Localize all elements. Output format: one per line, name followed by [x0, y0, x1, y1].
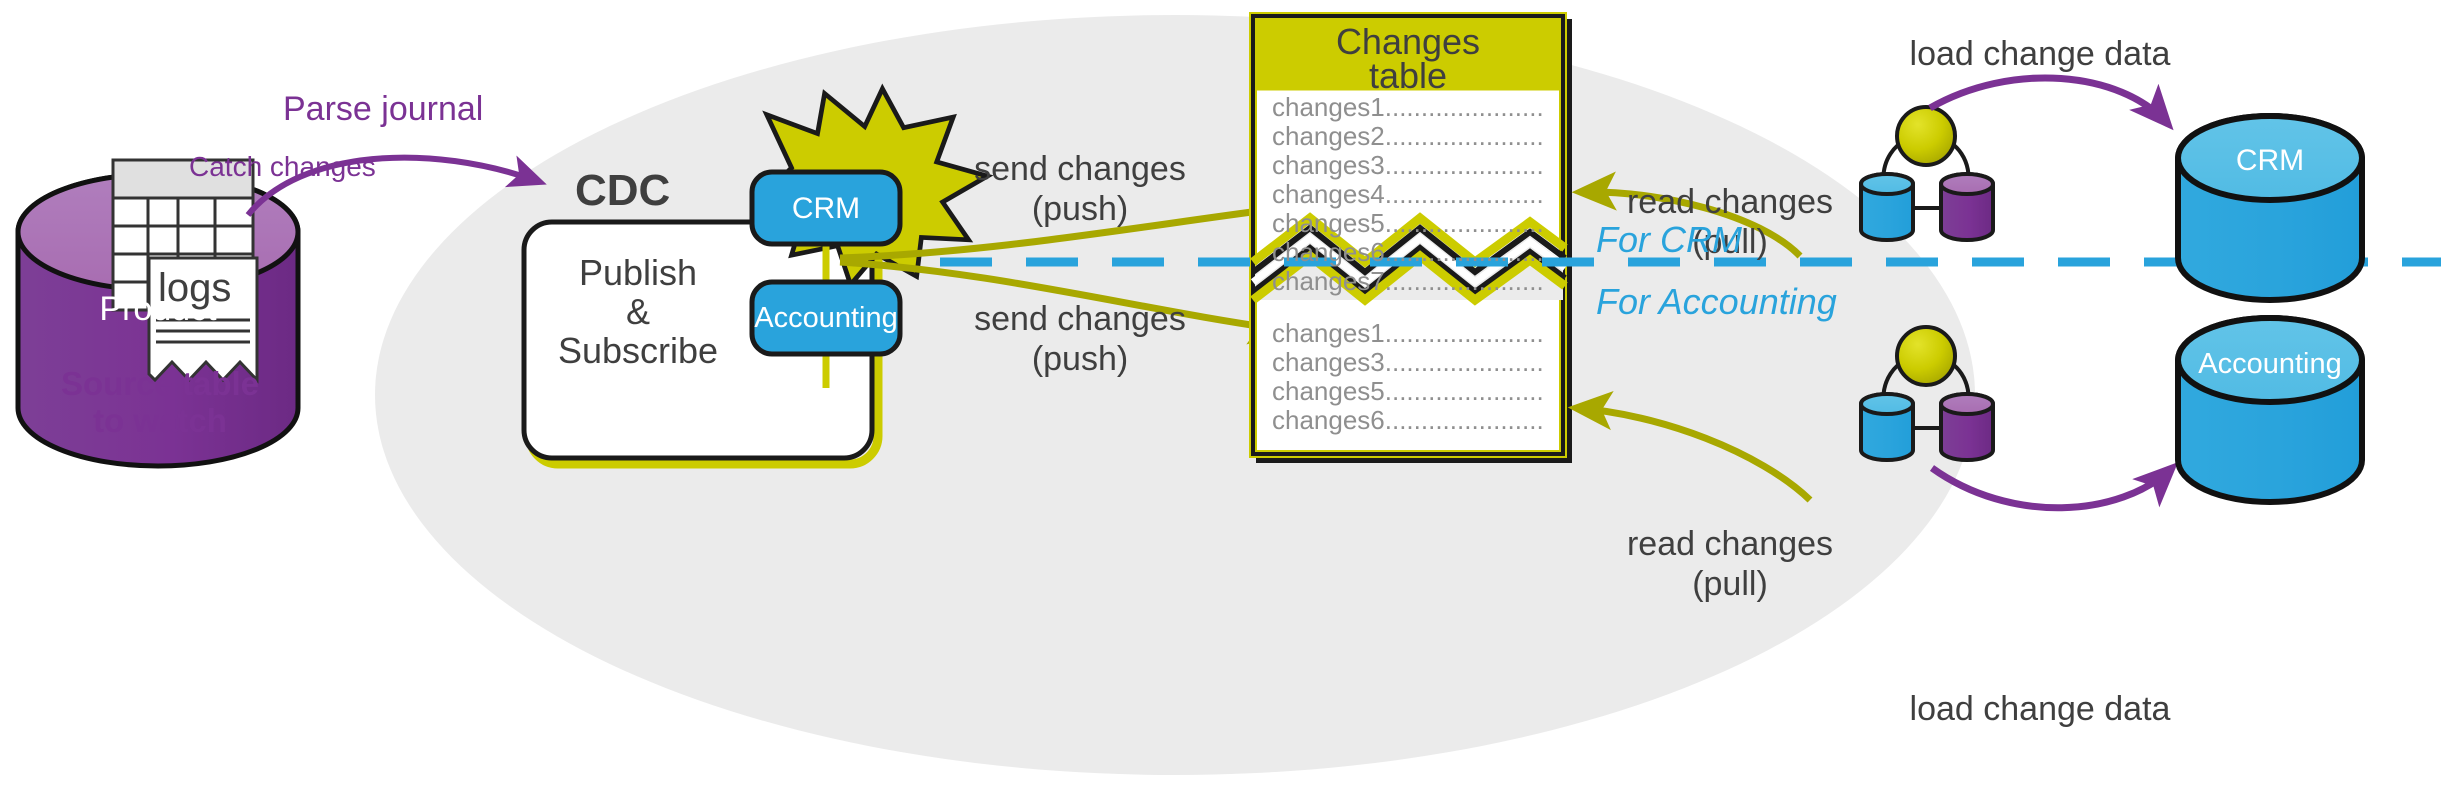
topic-pill-crm-label: CRM — [791, 192, 861, 225]
source-caption-line1: Source table — [60, 365, 260, 402]
topic-pill-accounting[interactable] — [749, 279, 903, 357]
catch-changes-arrow — [245, 154, 547, 217]
load-arrow-crm — [1928, 74, 2174, 131]
parse-journal-label: Parse journal — [283, 90, 484, 128]
changes-row-lower-3: changes5...................... — [1272, 376, 1544, 406]
send-changes-crm-line2: (push) — [1031, 190, 1129, 228]
changes-row-lower-4: changes6...................... — [1272, 405, 1544, 435]
changes-row-lower-2: changes3...................... — [1272, 347, 1544, 377]
changes-row-upper-2: changes2...................... — [1272, 121, 1544, 151]
read-changes-accounting-line2: (pull) — [1692, 565, 1768, 603]
changes-table-header-line2: table — [1368, 55, 1448, 96]
target-db-crm-label: CRM — [2235, 144, 2305, 177]
divider-label-for-crm: For CRM — [1596, 219, 1742, 260]
target-db-accounting-label: Accounting — [2198, 348, 2342, 380]
changes-row-upper-7: changes7...................... — [1272, 266, 1544, 296]
pull-arrow-crm — [1571, 171, 1803, 259]
changes-row-upper-1: changes1...................... — [1272, 92, 1544, 122]
logs-label: logs — [158, 266, 232, 310]
push-arrow-accounting — [839, 258, 1294, 345]
read-changes-crm-line1: read changes — [1626, 183, 1834, 221]
changes-row-upper-4: changes4...................... — [1272, 179, 1544, 209]
pull-arrow-accounting — [1567, 391, 1813, 503]
load-arrow-accounting — [1929, 462, 2179, 512]
push-arrow-crm — [839, 192, 1299, 262]
catch-changes-label: Catch changes — [189, 151, 376, 182]
topic-pill-accounting-label: Accounting — [754, 302, 898, 334]
target-db-crm — [2175, 113, 2365, 303]
source-caption-line2: to watch — [93, 402, 227, 439]
changes-table-header-line1: Changes — [1335, 21, 1481, 62]
read-changes-accounting-line1: read changes — [1626, 525, 1834, 563]
changes-row-upper-5: changes5...................... — [1272, 208, 1544, 238]
load-change-data-top-label: load change data — [1909, 35, 2171, 73]
divider-label-for-accounting: For Accounting — [1596, 281, 1837, 322]
consumer-icon-crm — [1859, 105, 1995, 242]
cdc-subtitle-line3: Subscribe — [557, 330, 719, 371]
topic-pill-crm[interactable] — [749, 169, 903, 247]
read-changes-crm-line2: (pull) — [1692, 223, 1768, 261]
send-changes-crm-line1: send changes — [974, 150, 1186, 188]
source-cylinder-label: Product — [99, 290, 217, 328]
cdc-subtitle-line1: Publish — [578, 252, 698, 293]
cdc-title: CDC — [575, 166, 671, 215]
changes-row-lower-1: changes1...................... — [1272, 318, 1544, 348]
consumer-icon-accounting — [1859, 325, 1995, 462]
cdc-subtitle-line2: & — [625, 291, 650, 332]
send-changes-accounting-line1: send changes — [974, 300, 1186, 338]
changes-row-upper-3: changes3...................... — [1272, 150, 1544, 180]
send-changes-accounting-line2: (push) — [1031, 340, 1129, 378]
target-db-accounting — [2175, 315, 2365, 505]
load-change-data-bottom-label: load change data — [1909, 690, 2171, 728]
source-logs-document — [147, 256, 259, 384]
changes-row-upper-6: changes6...................... — [1272, 237, 1544, 267]
